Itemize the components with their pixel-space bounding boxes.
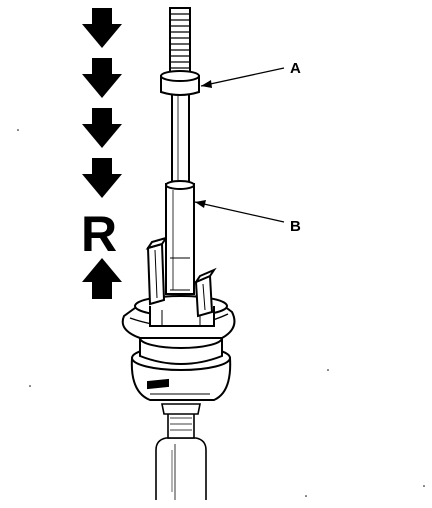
direction-indicator: R: [81, 8, 122, 299]
callout-label-b: B: [290, 218, 301, 235]
arrow-down-icon: [82, 8, 122, 48]
callout-leader-a: [200, 67, 285, 88]
tool-prongs: [145, 236, 217, 318]
callout-leader-b: [194, 200, 285, 223]
arrow-down-icon: [82, 108, 122, 148]
arrow-up-icon: [82, 258, 122, 299]
scan-specks: [17, 129, 425, 497]
tool-body: [121, 295, 236, 401]
arrow-down-icon: [82, 158, 122, 198]
callout-label-a: A: [290, 60, 301, 77]
lower-shaft: [155, 403, 207, 500]
direction-letter: R: [81, 206, 117, 262]
nut-and-thread: [160, 7, 200, 96]
center-rod: [165, 85, 195, 295]
arrow-down-icon: [82, 58, 122, 98]
